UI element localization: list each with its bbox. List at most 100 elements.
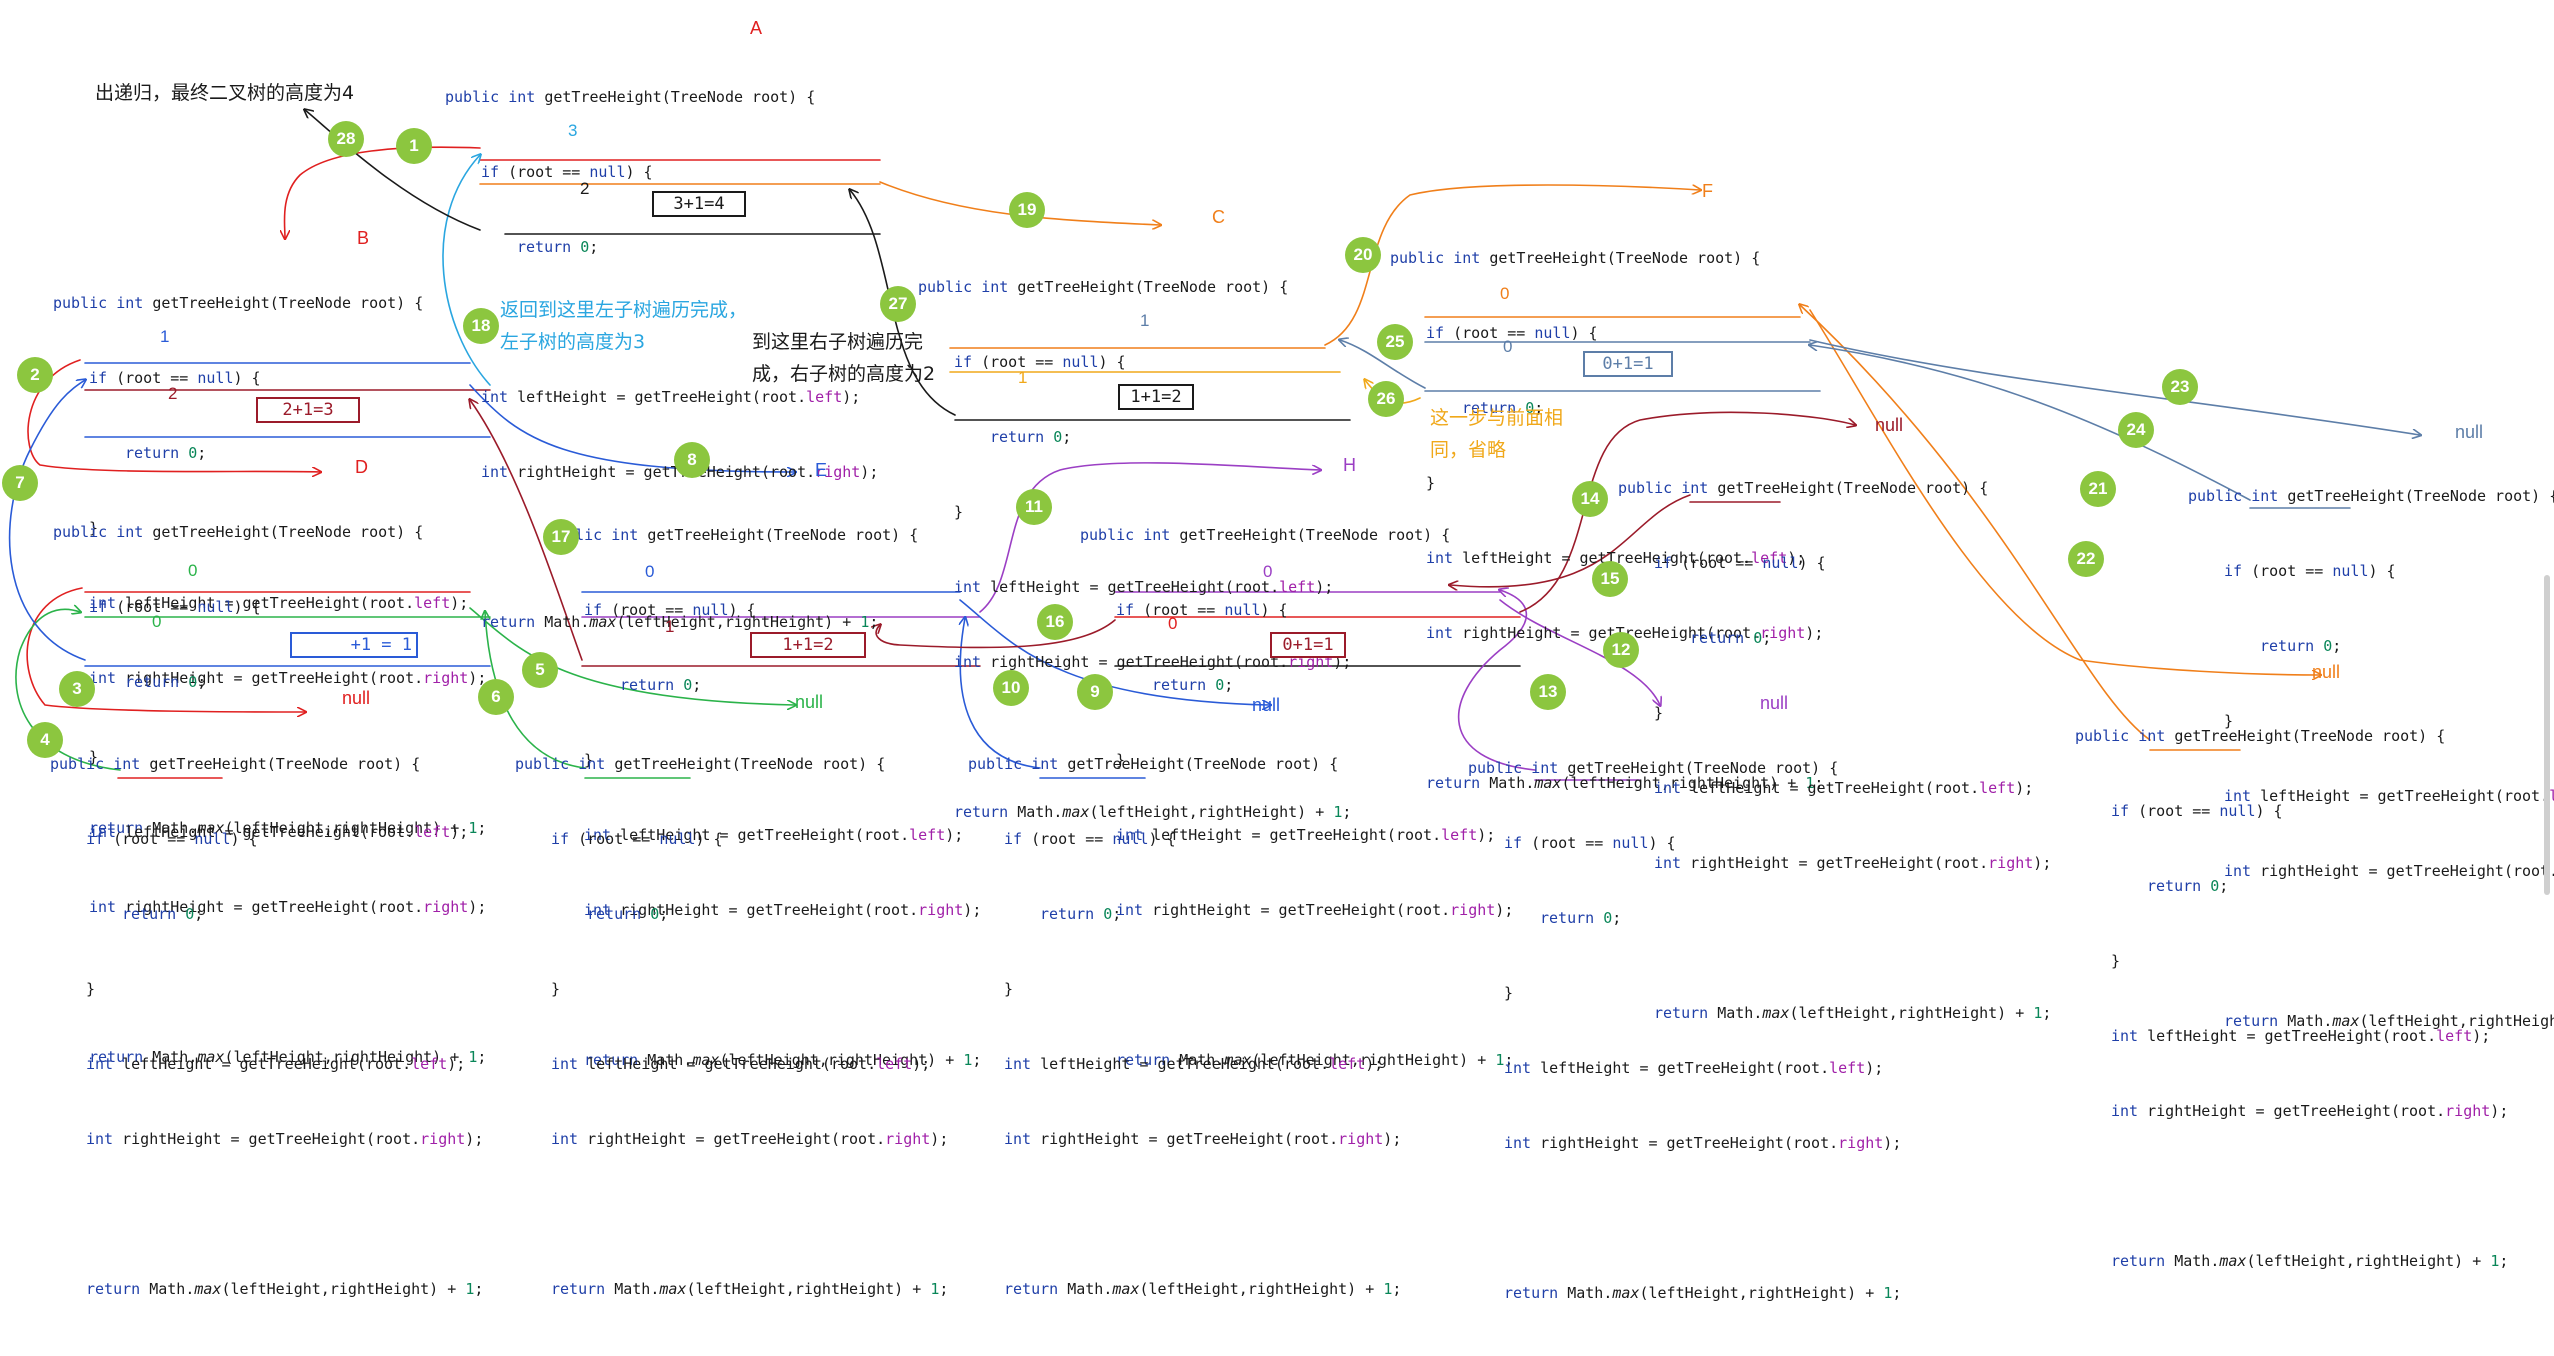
code-line-right: int rightHeight = getTreeHeight(root.rig… [53,895,486,920]
code-token: ; [1062,428,1072,446]
code-brace: } [1004,980,1014,998]
code-token: ); [945,826,964,844]
code-token: ); [468,669,487,687]
code-token: public [1618,479,1673,497]
code-token: 0 [1215,676,1225,694]
code-token: 1 [1383,1280,1393,1298]
code-token [179,444,188,462]
code-token: Math. [143,819,198,837]
code-token: 1 [2033,1004,2043,1022]
step-marker-18: 18 [463,308,499,344]
code-line-ret-max: return Math.max(leftHeight,rightHeight) … [50,1277,483,1302]
height-label-A-left: 3 [568,121,578,140]
code-line-sig: public int getTreeHeight(TreeNode root) … [1618,476,2051,501]
code-line-if: if (root == null) { [53,595,486,620]
code-token: Math. [535,613,590,631]
code-token: ; [194,905,204,923]
code-token: 1 [2490,1252,2500,1270]
code-token: ; [692,676,702,694]
code-token: 0 [2210,877,2220,895]
code-token: ; [869,613,879,631]
code-token: rightHeight = getTreeHeight(root. [578,1130,886,1148]
height-label-C-right: 1 [1018,368,1028,387]
code-token: (leftHeight,rightHeight) + [1639,1284,1884,1302]
code-token: ) { [2255,802,2283,820]
code-token: leftHeight = getTreeHeight(root. [508,388,807,406]
code-token: rightHeight = getTreeHeight(root. [1031,1130,1339,1148]
code-line-ret0: return 0; [515,902,948,927]
code-token: left [806,388,843,406]
step-marker-13: 13 [1530,674,1566,710]
code-line-if: if (root == null) { [53,366,486,391]
code-token: int [1426,624,1454,642]
code-line-left: int leftHeight = getTreeHeight(root.left… [50,1052,483,1077]
code-token: right [423,669,469,687]
code-token: ; [2499,1252,2509,1270]
code-token: Math. [605,1280,660,1298]
code-token: return [481,613,536,631]
code-token: ; [1762,629,1772,647]
note-back-left-line2: 左子树的高度为3 [500,331,646,353]
step-marker-1: 1 [396,128,432,164]
code-line-left: int leftHeight = getTreeHeight(root.left… [918,575,1351,600]
code-token: 0 [683,676,693,694]
code-token: public [445,88,500,106]
code-token: ; [1392,1280,1402,1298]
null-label-1: null [342,688,371,708]
code-token: ; [477,819,487,837]
code-token: int [86,1130,114,1148]
code-token: left [1751,549,1788,567]
code-line-right: int rightHeight = getTreeHeight(root.rig… [968,1127,1401,1152]
code-token: if [2111,802,2130,820]
code-token: (root == [107,598,198,616]
code-token: leftHeight = getTreeHeight(root. [1031,1055,1330,1073]
code-token: (root == [1022,830,1113,848]
code-brace: } [89,519,99,537]
code-token: (leftHeight,rightHeight) + [1561,774,1806,792]
code-token: return [587,905,642,923]
code-token: left [411,1055,448,1073]
code-token: getTreeHeight(TreeNode root) { [2165,727,2446,745]
step-marker-7: 7 [2,465,38,501]
code-line-ret-max: return Math.max(leftHeight,rightHeight) … [53,816,486,841]
code-token: leftHeight = getTreeHeight(root. [116,594,415,612]
code-token: int [1681,479,1709,497]
code-token: right [420,1130,466,1148]
step-marker-19: 19 [1009,192,1045,228]
step-marker-28: 28 [328,121,364,157]
code-token: leftHeight = getTreeHeight(root. [1453,549,1752,567]
code-token: int [86,1055,114,1073]
code-token [104,755,113,773]
code-line-if: if (root == null) { [1468,831,1901,856]
code-line-if: if (root == null) { [50,827,483,852]
code-token: int [584,826,612,844]
code-token: 0 [188,673,198,691]
code-line-if: if (root == null) { [445,160,878,185]
code-token: 0 [650,905,660,923]
height-label-B-left: 1 [160,327,170,346]
code-line-ret0: return 0; [1080,673,1513,698]
code-token: int [481,388,509,406]
code-token: int [611,526,639,544]
code-block-null-2: public int getTreeHeight(TreeNode root) … [515,702,948,1352]
code-token: int [1031,755,1059,773]
code-line-ret0: return 0; [1468,906,1901,931]
code-token: ) { [233,598,261,616]
code-token: if [481,163,500,181]
code-line-ret-max: return Math.max(leftHeight,rightHeight) … [1390,771,1823,796]
code-token: (leftHeight,rightHeight) + [1139,1280,1384,1298]
code-token: leftHeight = getTreeHeight(root. [116,823,415,841]
code-token: ; [589,238,599,256]
code-token [2242,487,2251,505]
code-token: public [1468,759,1523,777]
code-token [972,278,981,296]
code-token: (root == [1522,834,1613,852]
height-label-H-left: 0 [1263,562,1273,581]
code-token: null [1762,554,1799,572]
code-token: max [659,1280,687,1298]
code-line-ret-max: return Math.max(leftHeight,rightHeight) … [918,800,1351,825]
code-line-ret0: return 0; [1390,396,1823,421]
code-token: int [89,594,117,612]
code-token: return [1540,909,1595,927]
vertical-scrollbar[interactable] [2544,575,2550,895]
